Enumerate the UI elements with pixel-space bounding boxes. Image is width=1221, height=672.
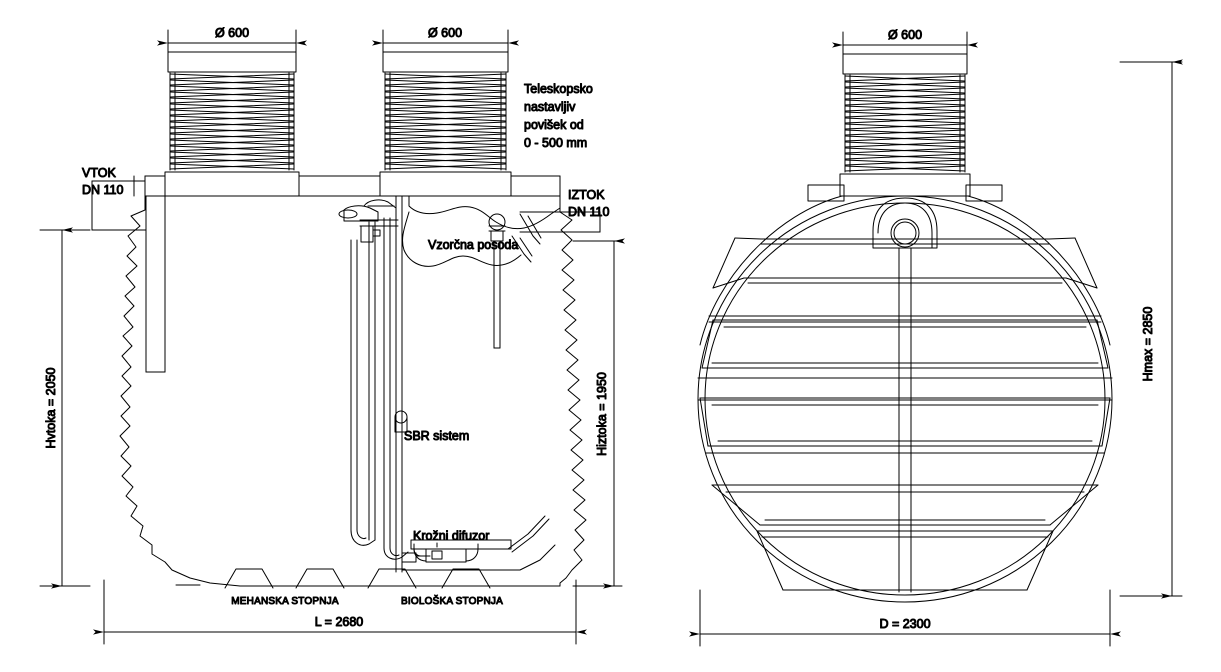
riser-left-corrugations (169, 72, 295, 171)
telescopic-note: Teleskopsko nastavljiv povišek od 0 - 50… (524, 82, 594, 151)
circular-diffuser-label: Krožni difuzor (413, 529, 489, 543)
dim-h-outlet (572, 238, 625, 589)
circular-diffuser (410, 539, 512, 563)
internal-chamber-outline (402, 195, 561, 267)
svg-text:IZTOK: IZTOK (568, 188, 605, 202)
sbr-system-label: SBR sistem (404, 429, 469, 443)
h-max-label: Hmax = 2850 (1141, 307, 1155, 382)
mechanical-stage-label: MEHANSKA STOPNJA (231, 596, 339, 607)
tank-outer-profile (119, 195, 587, 587)
dim-riser-right-diameter (372, 29, 519, 57)
tank-bottom-feet (175, 568, 491, 589)
dim-riser-front-diameter (832, 31, 978, 59)
length-label: L = 2680 (315, 615, 364, 629)
outlet-pipe (519, 211, 601, 233)
riser-left (164, 51, 300, 197)
riser-left-diameter-label: Ø 600 (215, 26, 249, 40)
h-outlet-label: Hiztoka = 1950 (595, 372, 609, 456)
svg-text:VTOK: VTOK (82, 166, 116, 180)
inlet-pipe (91, 175, 166, 373)
riser-right-corrugations (384, 72, 507, 171)
sbr-system (338, 199, 431, 563)
riser-front (839, 53, 971, 197)
svg-text:nastavljiv: nastavljiv (524, 100, 576, 114)
inlet-label: VTOK DN 110 (82, 166, 125, 198)
dim-h-max (1119, 59, 1183, 599)
sample-vessel-label: Vzorčna posoda (428, 238, 518, 252)
chamber-partition (395, 195, 403, 573)
sample-vessel (488, 213, 506, 349)
dim-length (93, 579, 587, 645)
biological-stage-label: BIOLOŠKA STOPNJA (401, 594, 503, 607)
svg-text:0 - 500 mm: 0 - 500 mm (524, 136, 587, 150)
riser-right (379, 51, 512, 197)
tank-circular-body (697, 195, 1113, 603)
tank-shoulder-flanges (807, 184, 1003, 202)
dim-h-inlet (39, 227, 91, 589)
dim-diameter (689, 589, 1121, 647)
tank-inner-floor (401, 515, 556, 571)
riser-front-diameter-label: Ø 600 (888, 28, 922, 42)
dim-riser-left-diameter (157, 29, 307, 57)
tank-ribs (697, 237, 1113, 591)
svg-text:Teleskopsko: Teleskopsko (524, 82, 593, 96)
diameter-label: D = 2300 (879, 617, 930, 631)
h-inlet-label: Hvtoka = 2050 (44, 367, 58, 448)
svg-text:povišek od: povišek od (524, 118, 584, 132)
svg-text:DN 110: DN 110 (82, 183, 124, 197)
tank-top-deck (144, 175, 561, 197)
riser-front-corrugations (844, 74, 966, 173)
outlet-label: IZTOK DN 110 (568, 188, 611, 220)
svg-text:DN 110: DN 110 (568, 205, 610, 219)
riser-right-diameter-label: Ø 600 (428, 26, 462, 40)
